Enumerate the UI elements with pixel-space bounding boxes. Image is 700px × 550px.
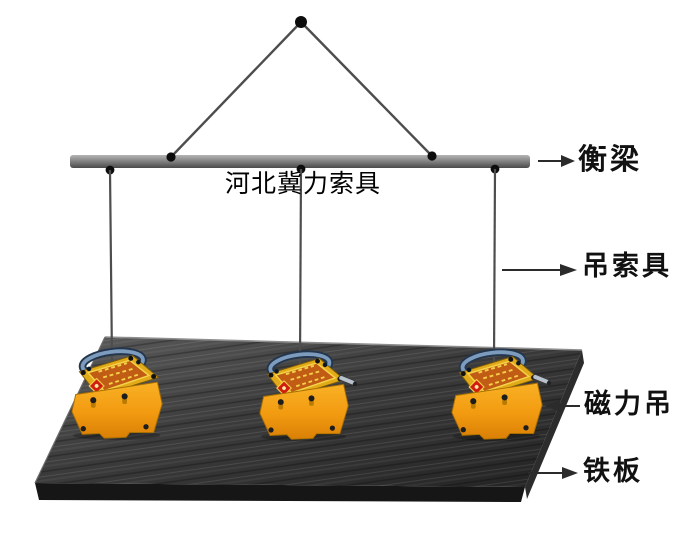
callout-label-plate: 铁板	[583, 456, 643, 486]
callout-label-lifter: 磁力吊	[584, 389, 674, 419]
sling-cable-right	[492, 168, 497, 363]
watermark-text: 河北冀力索具	[225, 171, 382, 198]
sling-cable-left	[108, 169, 114, 363]
plate-top-edge-highlight	[104, 336, 583, 351]
sling-line-left	[170, 21, 302, 158]
arrow-plate	[528, 467, 578, 479]
balance-beam	[70, 155, 530, 168]
plate-right-face	[525, 350, 584, 499]
callout-label-sling: 吊索具	[582, 251, 672, 281]
plate-left-edge-highlight	[34, 336, 106, 484]
plate-front-face	[35, 483, 525, 502]
beam-attach-dot-left	[166, 152, 176, 162]
sling-cable-middle	[298, 168, 303, 365]
sling-triangle	[170, 16, 433, 158]
callout-label-beam: 衡梁	[578, 144, 643, 176]
arrow-sling	[502, 264, 577, 276]
arrow-beam	[538, 155, 575, 167]
sling-line-right	[300, 21, 433, 157]
beam-attach-dot-right	[427, 151, 437, 161]
arrow-lifter	[545, 400, 580, 412]
hook-point-dot	[295, 16, 307, 28]
